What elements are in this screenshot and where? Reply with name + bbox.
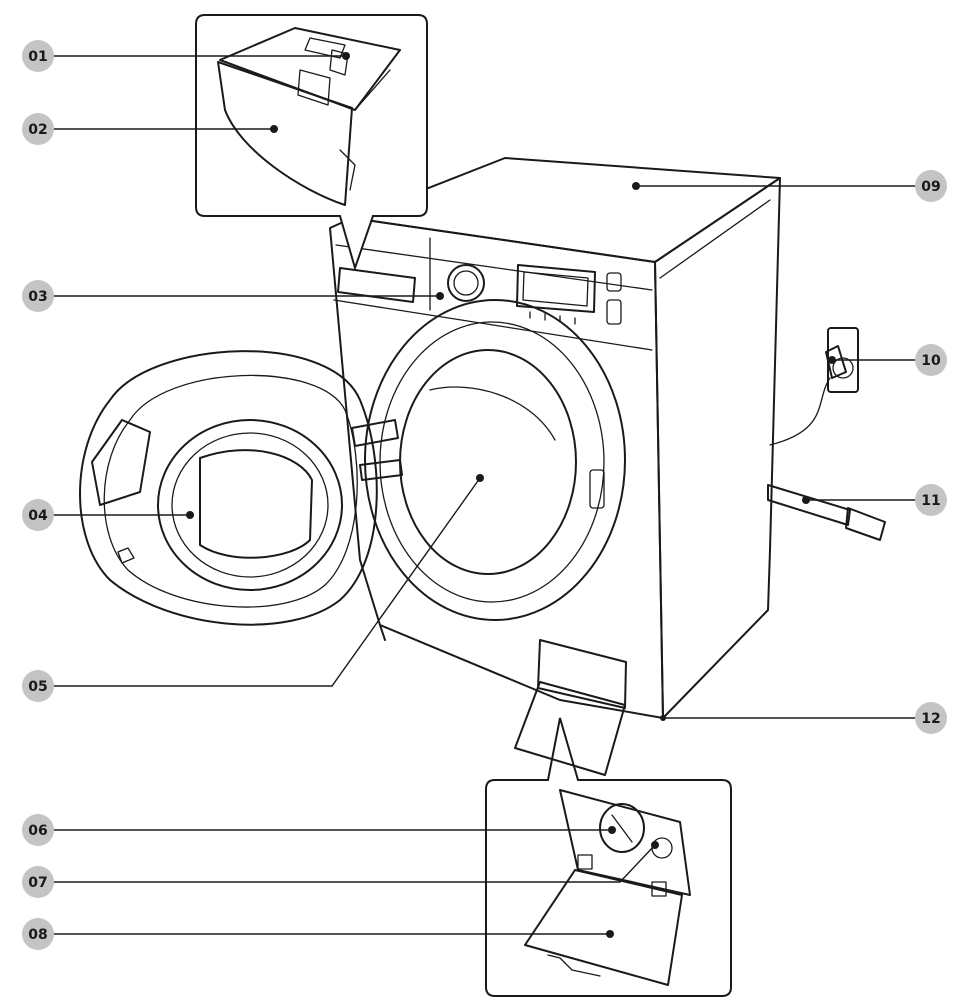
filter-cover-open — [524, 869, 683, 986]
drum-opening — [399, 349, 577, 575]
display-panel — [516, 264, 596, 313]
zoom-panel-top — [195, 14, 428, 272]
callout-label: 03 — [28, 289, 47, 305]
filter-clip — [577, 854, 593, 870]
machine-front — [329, 217, 664, 719]
callout-label: 11 — [921, 493, 940, 509]
callout-label: 08 — [28, 927, 47, 943]
callout-badge — [22, 670, 54, 702]
detergent-drawer-zoom — [195, 14, 428, 272]
callout-label: 12 — [921, 711, 940, 727]
callout-badge — [22, 814, 54, 846]
leader-lines — [52, 52, 915, 938]
drawer-front — [217, 61, 353, 206]
callout-label: 02 — [28, 122, 47, 138]
door-handle — [91, 419, 151, 506]
callout-badge — [22, 499, 54, 531]
door — [79, 350, 403, 626]
drain-hose — [767, 484, 851, 526]
filter-cover — [537, 639, 627, 709]
door-hinge — [359, 459, 403, 481]
detergent-drawer-front — [337, 267, 416, 303]
door-frame — [364, 299, 626, 621]
callout-05: 05 — [22, 670, 54, 702]
callout-label: 09 — [921, 179, 940, 195]
filter-opening — [559, 789, 691, 896]
zoom-panel-bottom — [485, 717, 732, 997]
callout-badge — [915, 702, 947, 734]
callout-04: 04 — [22, 499, 54, 531]
washing-machine — [329, 157, 781, 721]
callout-badge — [22, 866, 54, 898]
callout-badge — [22, 113, 54, 145]
callout-08: 08 — [22, 918, 54, 950]
callout-badges: 01 02 03 04 05 06 07 08 — [22, 40, 947, 950]
callout-03: 03 — [22, 280, 54, 312]
program-knob — [447, 264, 485, 302]
leader-07 — [52, 844, 656, 883]
door-outer-ring — [79, 350, 378, 626]
callout-badge — [915, 484, 947, 516]
control-button — [606, 272, 622, 292]
door-lock — [589, 469, 605, 509]
callout-label: 01 — [28, 49, 47, 65]
filter-zoom — [485, 681, 732, 997]
door-glass — [157, 419, 343, 591]
power-plug — [825, 345, 847, 379]
door-hinge — [351, 419, 399, 447]
callout-badge — [22, 40, 54, 72]
callout-10: 10 — [915, 344, 947, 376]
callout-badge — [915, 344, 947, 376]
callout-label: 06 — [28, 823, 47, 839]
callout-07: 07 — [22, 866, 54, 898]
callout-label: 05 — [28, 679, 47, 695]
filter-cap — [599, 803, 645, 853]
callout-label: 04 — [28, 508, 48, 524]
control-button — [606, 299, 622, 325]
callout-badge — [915, 170, 947, 202]
callout-badge — [22, 280, 54, 312]
callout-label: 07 — [28, 875, 47, 891]
leader-05 — [52, 477, 481, 687]
callout-11: 11 — [915, 484, 947, 516]
callout-badge — [22, 918, 54, 950]
machine-side — [654, 177, 781, 719]
callout-label: 10 — [921, 353, 941, 369]
callout-06: 06 — [22, 814, 54, 846]
callout-02: 02 — [22, 113, 54, 145]
callout-12: 12 — [915, 702, 947, 734]
callout-01: 01 — [22, 40, 54, 72]
callout-09: 09 — [915, 170, 947, 202]
